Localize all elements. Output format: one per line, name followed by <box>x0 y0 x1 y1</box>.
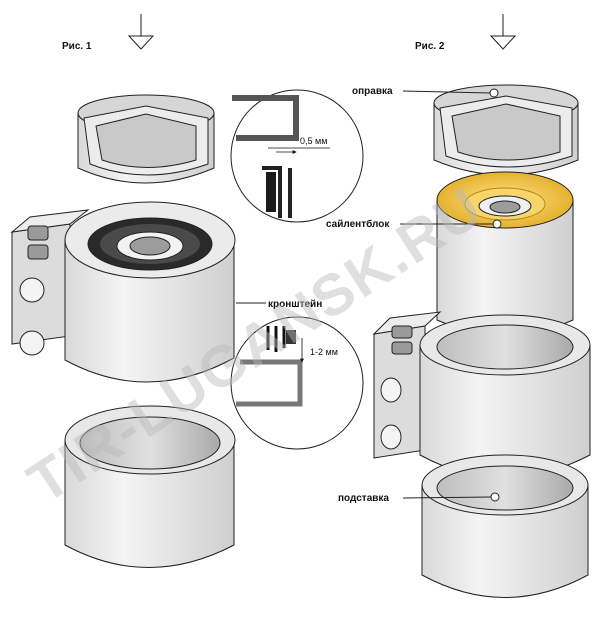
detail-top-dimension: 0,5 мм <box>300 136 327 146</box>
support-label: подставка <box>338 493 389 504</box>
bracket-callout: кронштейн <box>236 299 322 310</box>
figure-2: Рис. 2 оправка сайлентблок <box>326 14 591 598</box>
silentblock-callout: сайлентблок <box>326 218 493 230</box>
detail-bottom-dimension: 1-2 мм <box>310 347 338 357</box>
mandrel-callout: оправка <box>352 86 491 97</box>
mandrel-fig2 <box>433 84 579 176</box>
detail-circle-bottom: 1-2 мм <box>230 316 364 450</box>
bracket-fig1 <box>10 201 236 383</box>
silentblock-label: сайлентблок <box>326 218 390 230</box>
mandrel-fig1 <box>77 94 215 184</box>
support-fig2 <box>421 454 589 598</box>
support-fig1 <box>64 405 236 568</box>
bracket-fig2 <box>372 311 591 478</box>
press-arrow-icon <box>127 14 155 50</box>
detail-circle-top: 0,5 мм <box>230 89 364 223</box>
press-arrow-icon <box>489 14 517 50</box>
mandrel-label: оправка <box>352 86 393 97</box>
support-callout: подставка <box>338 493 492 504</box>
figure-1-label: Рис. 1 <box>62 41 92 52</box>
bracket-label: кронштейн <box>268 299 322 310</box>
figure-1: Рис. 1 <box>10 14 364 568</box>
silentblock <box>436 171 574 336</box>
figure-2-label: Рис. 2 <box>415 41 445 52</box>
